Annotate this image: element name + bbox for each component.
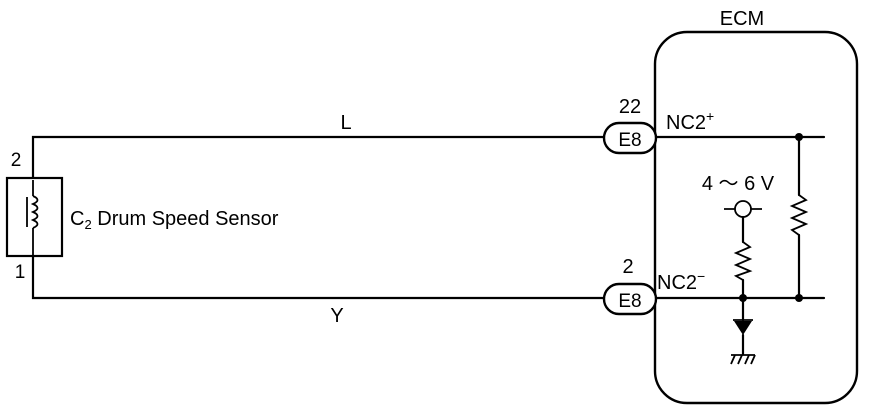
pullup-resistor	[733, 215, 753, 300]
wire-top-color-label: L	[340, 112, 351, 134]
voltage-label: 4 ～ 6 V	[702, 173, 775, 195]
ecm-box	[653, 30, 859, 405]
wire-bottom-y	[31, 253, 606, 300]
connector-top-id: E8	[618, 130, 641, 151]
voltage-source-icon	[724, 200, 762, 218]
junction-dot-bottom-right	[795, 294, 803, 302]
sensor-label: C2 Drum Speed Sensor	[70, 208, 279, 232]
ecm-label: ECM	[720, 8, 764, 30]
sensor-box	[5, 176, 64, 258]
wire-bottom-color-label: Y	[330, 305, 343, 327]
wire-top-l	[31, 135, 606, 182]
connector-bottom-pin: 2	[622, 256, 633, 278]
connector-bottom-signal: NC2−	[657, 268, 705, 294]
connector-bottom-id: E8	[618, 291, 641, 312]
connector-top-pin: 22	[619, 96, 641, 118]
sensor-pin-top: 2	[11, 150, 22, 171]
diode-icon	[733, 296, 753, 356]
ground-icon	[730, 354, 756, 365]
sensor-coil-icon	[26, 180, 39, 255]
sensor-pin-bottom: 1	[15, 262, 26, 283]
connector-top-signal: NC2+	[666, 108, 714, 134]
junction-dot-top	[795, 133, 803, 141]
ecm-internal-resistor	[789, 135, 809, 300]
